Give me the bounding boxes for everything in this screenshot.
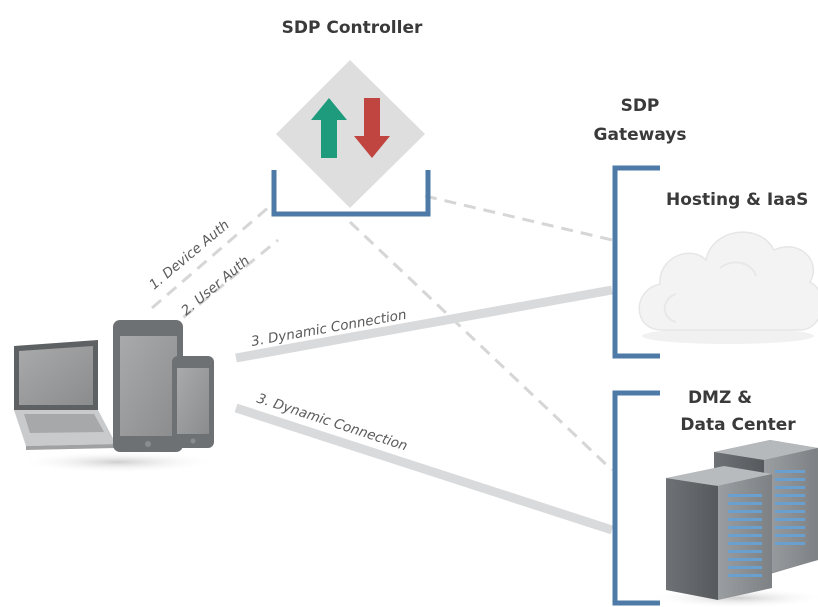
dmz-title-line1: DMZ & xyxy=(688,388,752,408)
up-down-arrows-icon xyxy=(311,98,390,158)
phone-icon xyxy=(172,356,214,448)
hosting-bracket xyxy=(612,165,660,359)
laptop-tablet-phone-icon xyxy=(14,320,218,473)
server-front xyxy=(666,466,772,600)
tablet-icon xyxy=(113,320,183,452)
hosting-title: Hosting & IaaS xyxy=(666,190,808,210)
dash-user-auth xyxy=(167,238,279,332)
dash-device-auth xyxy=(151,204,271,310)
server-rack-icon xyxy=(648,440,818,607)
line-dynamic-lower xyxy=(234,403,614,535)
connection-lines xyxy=(151,194,614,535)
dash-controller-to-dmz xyxy=(348,220,614,472)
controller-title: SDP Controller xyxy=(282,18,423,38)
dmz-bracket xyxy=(612,390,660,606)
gateways-title-line1: SDP xyxy=(621,96,660,116)
line-dynamic-upper xyxy=(235,285,613,363)
laptop-icon xyxy=(14,340,116,450)
dash-controller-to-hosting xyxy=(424,194,613,242)
cloud-icon xyxy=(638,231,818,344)
gateways-title-line2: Gateways xyxy=(594,125,687,145)
controller-diamond xyxy=(276,60,425,208)
dmz-title-line2: Data Center xyxy=(680,415,796,435)
controller-node xyxy=(271,60,431,217)
controller-bracket xyxy=(271,170,431,217)
